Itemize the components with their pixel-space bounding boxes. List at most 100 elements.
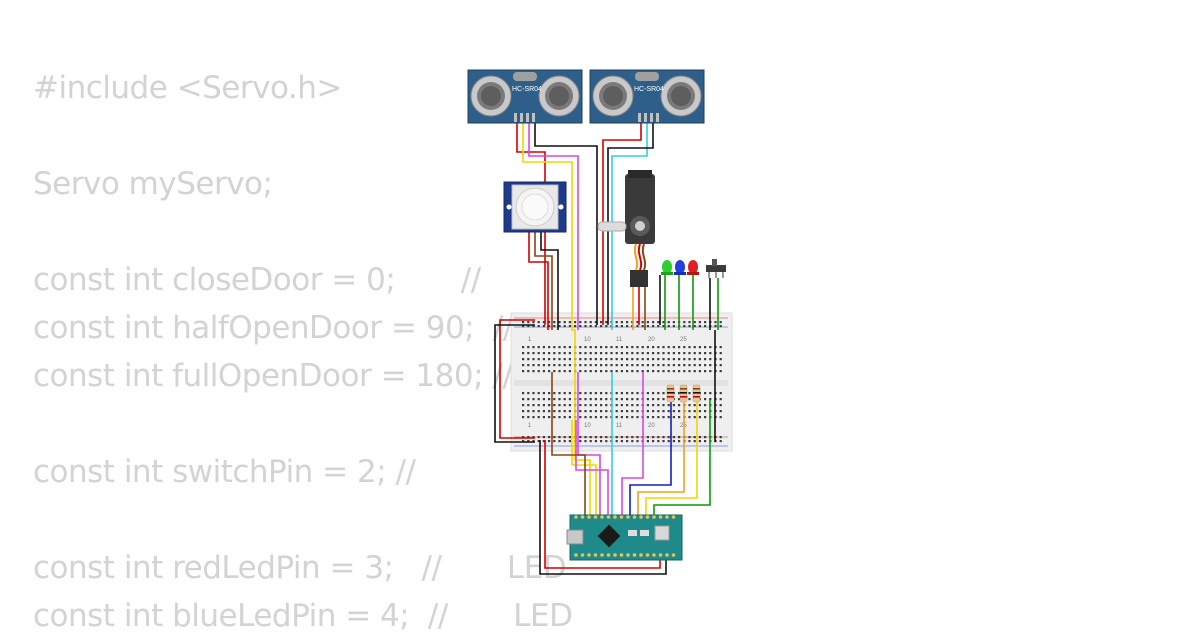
breadboard-hole [652, 358, 655, 361]
breadboard-hole [704, 398, 707, 401]
breadboard-hole [652, 440, 655, 443]
wire-bb-ard-yellow [645, 400, 698, 515]
breadboard-hole [542, 358, 545, 361]
breadboard-hole [657, 346, 660, 349]
breadboard-hole [636, 352, 639, 355]
arduino-pin [619, 515, 624, 519]
breadboard-hole [584, 358, 587, 361]
breadboard-hole [626, 416, 629, 419]
wire-pwr-red [544, 440, 661, 569]
breadboard-hole [704, 325, 707, 328]
breadboard-hole [636, 358, 639, 361]
breadboard-hole [698, 416, 701, 419]
breadboard-hole [667, 325, 670, 328]
breadboard-hole [693, 346, 696, 349]
breadboard-hole [594, 416, 597, 419]
arduino-pin [639, 515, 643, 519]
breadboard-hole [620, 358, 623, 361]
breadboard-hole [709, 358, 712, 361]
breadboard-hole [626, 404, 629, 407]
breadboard-hole [631, 416, 634, 419]
breadboard-hole [683, 352, 686, 355]
breadboard-hole [563, 364, 566, 367]
arduino-pin [645, 553, 650, 557]
breadboard-hole [615, 364, 618, 367]
breadboard-hole [610, 358, 613, 361]
breadboard-hole [678, 410, 681, 413]
wire-bb-ard-blue [629, 400, 672, 515]
breadboard-hole [698, 325, 701, 328]
led-red [687, 260, 699, 275]
breadboard-hole [688, 346, 691, 349]
breadboard-hole [678, 346, 681, 349]
breadboard-hole [678, 398, 681, 401]
wire-us1-gnd [534, 122, 598, 325]
breadboard-hole [600, 370, 603, 373]
breadboard: 1 10 11 20 25 1 10 11 20 25 [510, 312, 733, 452]
breadboard-hole [584, 364, 587, 367]
breadboard-hole [600, 416, 603, 419]
breadboard-hole [657, 398, 660, 401]
breadboard-hole [678, 440, 681, 443]
breadboard-hole [709, 364, 712, 367]
breadboard-hole [527, 370, 530, 373]
arduino-pin [613, 553, 617, 557]
breadboard-hole [548, 398, 551, 401]
breadboard-hole [641, 370, 644, 373]
breadboard-hole [683, 346, 686, 349]
breadboard-hole [636, 364, 639, 367]
breadboard-hole [615, 404, 618, 407]
breadboard-hole [641, 352, 644, 355]
breadboard-hole [594, 404, 597, 407]
breadboard-hole [698, 346, 701, 349]
breadboard-hole [646, 416, 649, 419]
breadboard-hole [579, 416, 582, 419]
breadboard-hole [657, 358, 660, 361]
arduino-nano [566, 514, 683, 561]
breadboard-hole [537, 404, 540, 407]
breadboard-hole [693, 364, 696, 367]
breadboard-hole [553, 370, 556, 373]
breadboard-hole [652, 404, 655, 407]
breadboard-hole [652, 346, 655, 349]
breadboard-hole [584, 325, 587, 328]
breadboard-hole [548, 321, 551, 324]
breadboard-hole [522, 440, 525, 443]
arduino-pin [639, 553, 643, 557]
breadboard-hole [589, 410, 592, 413]
breadboard-hole [558, 321, 561, 324]
breadboard-hole [657, 416, 660, 419]
breadboard-hole [532, 410, 535, 413]
breadboard-hole [646, 321, 649, 324]
breadboard-hole [657, 436, 660, 439]
breadboard-hole [579, 352, 582, 355]
breadboard-hole [672, 321, 675, 324]
wire-pir-2 [534, 232, 553, 330]
breadboard-hole [558, 404, 561, 407]
resistor-2 [679, 384, 688, 403]
breadboard-hole [584, 440, 587, 443]
breadboard-hole [532, 364, 535, 367]
breadboard-hole [615, 358, 618, 361]
breadboard-hole [563, 398, 566, 401]
breadboard-hole [589, 398, 592, 401]
breadboard-hole [584, 370, 587, 373]
breadboard-hole [563, 416, 566, 419]
breadboard-hole [704, 370, 707, 373]
breadboard-hole [600, 352, 603, 355]
breadboard-hole [615, 398, 618, 401]
breadboard-hole [620, 416, 623, 419]
breadboard-hole [688, 364, 691, 367]
breadboard-hole [662, 436, 665, 439]
breadboard-hole [579, 398, 582, 401]
breadboard-hole [631, 398, 634, 401]
breadboard-hole [672, 352, 675, 355]
breadboard-hole [537, 325, 540, 328]
breadboard-hole [662, 325, 665, 328]
breadboard-hole [626, 410, 629, 413]
breadboard-hole [594, 352, 597, 355]
breadboard-hole [589, 352, 592, 355]
breadboard-hole [527, 410, 530, 413]
breadboard-hole [584, 321, 587, 324]
